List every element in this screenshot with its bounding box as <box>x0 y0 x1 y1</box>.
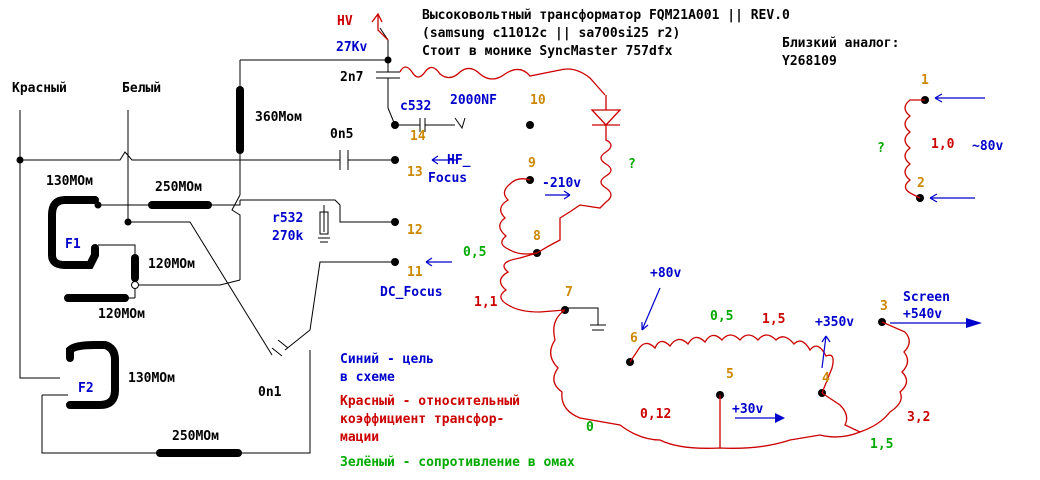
circuit-wiring <box>19 27 606 454</box>
resistor-130-bot-label: 130МОм <box>128 371 175 386</box>
ratio-1-0: 1,0 <box>931 137 955 152</box>
pin-13-label: 13 <box>407 165 423 180</box>
screen-voltage: +540v <box>903 307 942 322</box>
voltage-80-pin6: +80v <box>650 266 681 281</box>
resistor-250-bot-label: 250МОм <box>172 429 219 444</box>
white-wire-label: Белый <box>122 81 161 96</box>
analog-value: Y268109 <box>782 54 837 69</box>
pin-2-label: 2 <box>917 176 925 191</box>
resistance-0-5-b: 0,5 <box>710 309 733 324</box>
resistor-130-top-label: 130МОм <box>46 174 93 189</box>
resistor-r532-value: 270k <box>272 229 303 244</box>
red-wire-label: Красный <box>12 81 67 96</box>
hv-voltage: 27Kv <box>336 40 367 55</box>
dc-focus-label: DC_Focus <box>380 285 443 300</box>
voltage-350: +350v <box>815 315 854 330</box>
voltage-30: +30v <box>732 402 763 417</box>
legend-red-1: Красный - относительный <box>340 394 520 409</box>
hv-label: HV <box>337 14 353 29</box>
pin-4-label: 4 <box>822 371 830 386</box>
fuse-f2 <box>66 341 119 409</box>
resistance-0: 0 <box>586 420 594 435</box>
unknown-mark-1: ? <box>628 157 636 172</box>
voltage-minus210: -210v <box>542 176 581 191</box>
node-dot <box>384 56 392 64</box>
resistor-120-a-label: 120МОм <box>148 257 195 272</box>
title-text: Высоковольтный трансформатор FQM21A001 |… <box>422 8 790 23</box>
cap-0n1-label: 0n1 <box>258 385 282 400</box>
resistor-r532-label: r532 <box>272 211 303 226</box>
hf-focus-label-1: HF_ <box>447 153 471 168</box>
pin-11-dot <box>391 258 399 266</box>
node-dot <box>94 201 102 209</box>
resistance-1-5: 1,5 <box>870 437 893 452</box>
pin-1-label: 1 <box>921 73 929 88</box>
unknown-mark-2: ? <box>877 141 885 156</box>
fuse-f1 <box>48 196 99 269</box>
cap-2000nf-label: 2000NF <box>450 93 497 108</box>
ratio-1-1: 1,1 <box>474 295 498 310</box>
voltage-80-aux: ~80v <box>972 139 1003 154</box>
pin-12-dot <box>391 218 399 226</box>
resistor-360-label: 360Мом <box>255 110 302 125</box>
signal-arrows <box>425 93 985 423</box>
node-dot <box>16 156 24 164</box>
cap-2n7-label: 2n7 <box>340 70 363 85</box>
transformer-windings <box>371 12 925 449</box>
pin-13-dot <box>391 156 399 164</box>
pin-6-label: 6 <box>630 331 638 346</box>
pin-7-label: 7 <box>565 285 573 300</box>
analog-label: Близкий аналог: <box>782 36 899 51</box>
pin-14-dot <box>391 121 399 129</box>
pin-11-label: 11 <box>407 265 423 280</box>
legend-red-3: мации <box>340 430 379 445</box>
pin-8-label: 8 <box>533 229 541 244</box>
screen-label: Screen <box>903 290 950 305</box>
subtitle-text: (samsung c11012c || sa700si25 r2) <box>422 26 680 41</box>
pin-10-dot <box>526 121 534 129</box>
ratio-3-2: 3,2 <box>907 410 930 425</box>
legend-red-2: коэффициент трансфор- <box>340 412 504 427</box>
fuse-f1-label: F1 <box>65 237 81 252</box>
pin-5-label: 5 <box>726 367 734 382</box>
legend-blue-1: Синий - цель <box>340 352 434 367</box>
legend-green: Зелёный - сопротивление в омах <box>340 455 575 470</box>
ratio-0-12: 0,12 <box>640 407 671 422</box>
monitor-text: Стоит в монике SyncMaster 757dfx <box>422 44 673 59</box>
pin-3-label: 3 <box>880 299 888 314</box>
resistor-120-b-label: 120МОм <box>98 307 145 322</box>
pin-12-label: 12 <box>407 223 423 238</box>
resistors <box>48 86 244 457</box>
resistor-250-top-label: 250МОм <box>155 180 202 195</box>
fuse-f2-label: F2 <box>78 381 94 396</box>
pin-9-label: 9 <box>528 156 536 171</box>
cap-c532-label: c532 <box>400 99 431 114</box>
resistance-0-5-a: 0,5 <box>463 245 486 260</box>
node-dot <box>124 218 132 226</box>
legend-blue-2: в схеме <box>340 370 395 385</box>
ratio-1-5: 1,5 <box>762 312 785 327</box>
cap-0n5-label: 0n5 <box>330 127 353 142</box>
hf-focus-label-2: Focus <box>428 171 467 186</box>
node-dot <box>131 281 139 289</box>
pin-14-label: 14 <box>410 129 426 144</box>
pin-10-label: 10 <box>530 93 546 108</box>
resistor-r532 <box>319 211 329 235</box>
